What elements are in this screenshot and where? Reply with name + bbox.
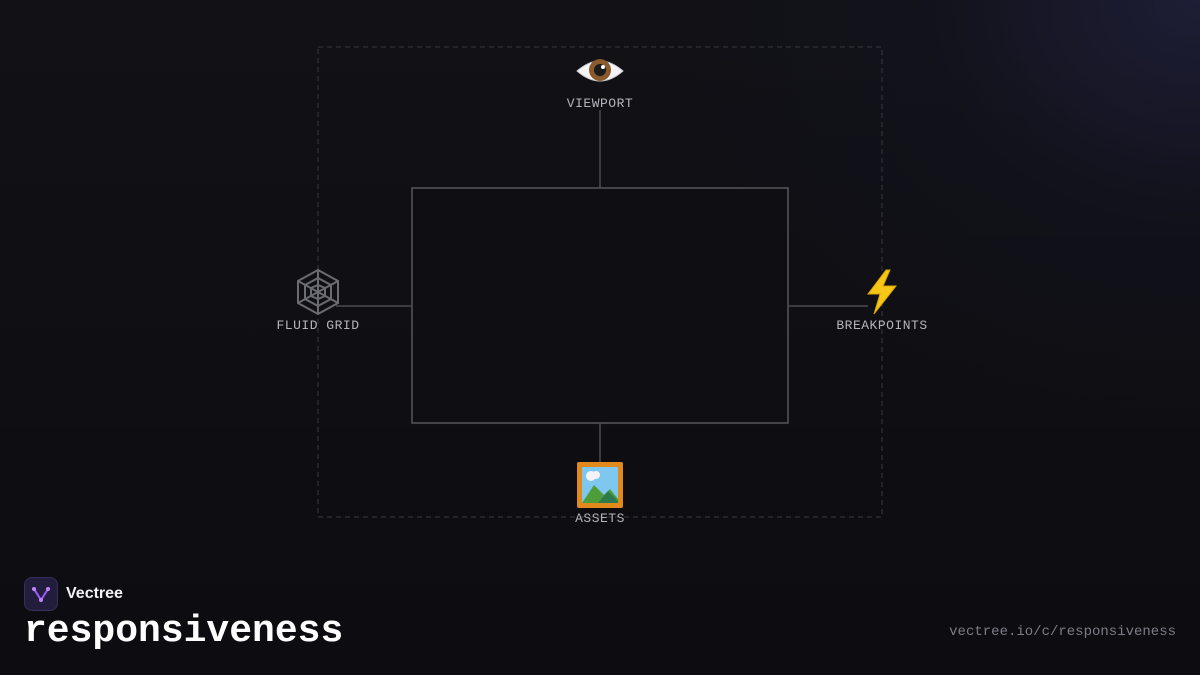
lightning-icon <box>867 269 898 315</box>
framed-picture-icon <box>577 462 623 508</box>
spider-web-icon <box>297 268 339 316</box>
dashed-boundary <box>317 46 883 518</box>
brand: Vectree <box>24 577 123 611</box>
central-box <box>411 187 789 424</box>
page-title: responsiveness <box>24 610 344 653</box>
node-label-viewport: VIEWPORT <box>566 96 634 111</box>
eye-icon <box>576 59 624 82</box>
page-url[interactable]: vectree.io/c/responsiveness <box>949 624 1176 640</box>
vectree-logo-icon <box>24 577 58 611</box>
node-label-breakpoints: BREAKPOINTS <box>836 318 928 333</box>
brand-name: Vectree <box>66 585 123 602</box>
node-label-fluid-grid: FLUID GRID <box>276 318 360 333</box>
node-label-assets: ASSETS <box>575 511 625 526</box>
